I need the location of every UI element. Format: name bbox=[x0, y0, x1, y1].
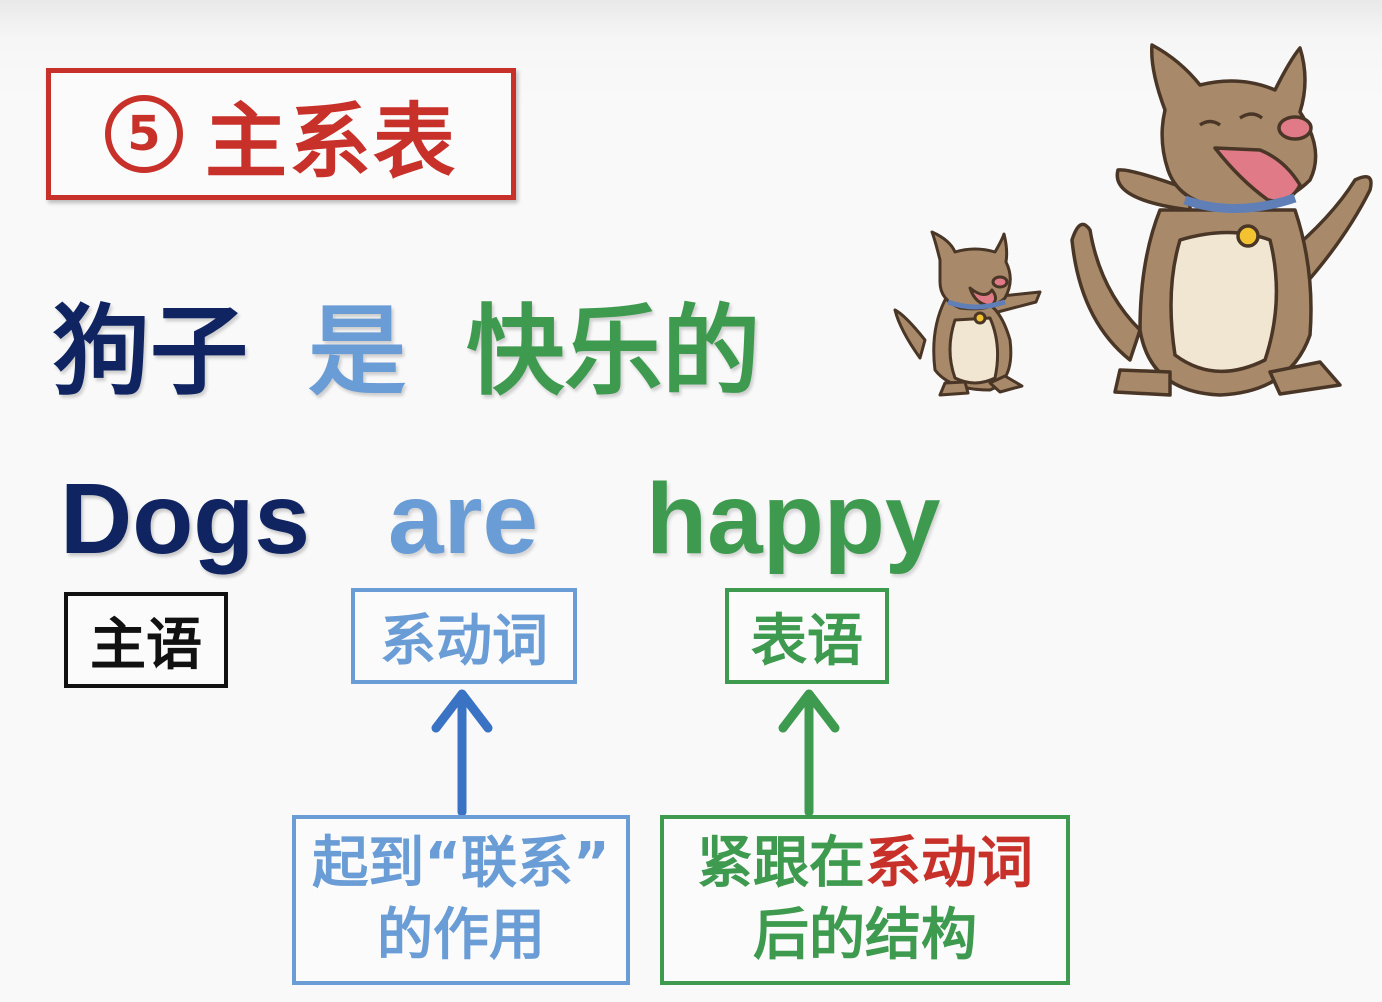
english-predicative: happy bbox=[646, 463, 941, 575]
linking-verb-note-line2: 的作用 bbox=[377, 903, 545, 968]
linking-verb-note-line1: 起到“联系” bbox=[312, 831, 610, 896]
up-arrow-icon bbox=[778, 689, 840, 817]
predicative-note-line1: 紧跟在系动词 bbox=[697, 828, 1033, 900]
predicative-note-line2: 后的结构 bbox=[753, 903, 977, 968]
chinese-subject: 狗子 bbox=[52, 295, 249, 409]
subject-label: 主语 bbox=[64, 592, 228, 688]
english-verb: are bbox=[388, 463, 539, 575]
predicative-label: 表语 bbox=[725, 588, 889, 684]
linking-verb-note: 起到“联系” 的作用 bbox=[292, 815, 630, 985]
chinese-verb: 是 bbox=[308, 295, 407, 409]
chinese-sentence: 狗子 是 快乐的 bbox=[52, 292, 760, 412]
title-box: 5 主系表 bbox=[46, 68, 516, 200]
step-number-circle: 5 bbox=[104, 95, 183, 173]
predicative-note-line1-part1: 紧跟在 bbox=[697, 831, 865, 896]
predicative-note: 紧跟在系动词 后的结构 bbox=[660, 815, 1070, 985]
large-cartoon-dog-icon bbox=[1070, 43, 1373, 397]
chinese-predicative: 快乐的 bbox=[466, 295, 761, 409]
page-title: 主系表 bbox=[204, 94, 457, 190]
linking-verb-label: 系动词 bbox=[351, 588, 577, 684]
up-arrow-icon bbox=[431, 689, 493, 817]
small-cartoon-dog-icon bbox=[893, 230, 1042, 397]
english-subject: Dogs bbox=[60, 463, 310, 575]
predicative-note-line1-part2: 系动词 bbox=[865, 831, 1033, 896]
